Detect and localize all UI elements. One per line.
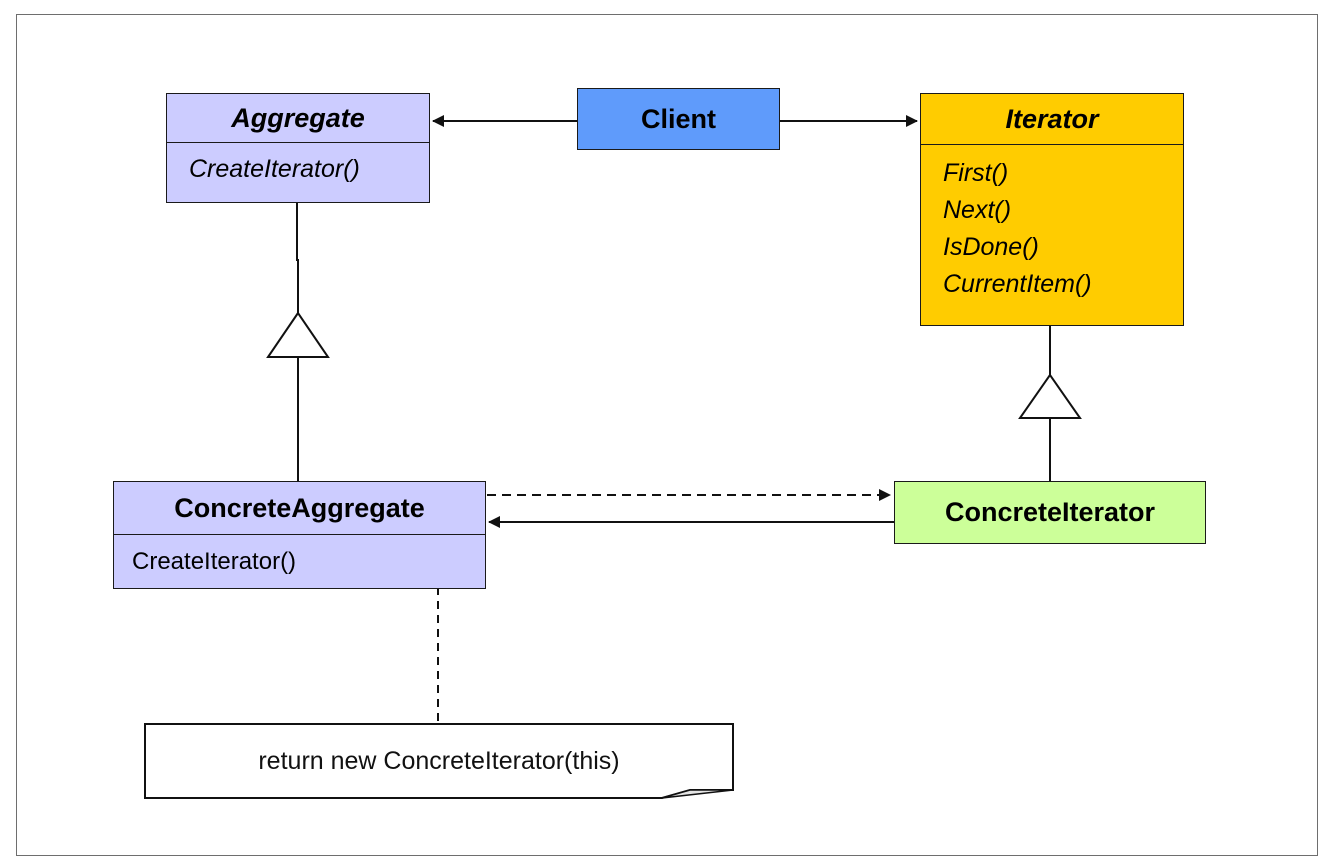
concrete-iterator-name: ConcreteIterator [944, 497, 1156, 527]
client-box: Client [577, 88, 780, 150]
concrete-aggregate-divider [114, 534, 485, 535]
concrete-aggregate-class-name: ConcreteAggregate [174, 492, 425, 523]
iterator-operation-isdone: IsDone() [943, 233, 1039, 261]
iterator-operations: First() Next() IsDone() CurrentItem() [921, 145, 1183, 303]
diagram-frame [16, 14, 1318, 856]
aggregate-class-name: Aggregate [231, 102, 365, 133]
iterator-class-name: Iterator [1005, 103, 1099, 134]
concrete-aggregate-operation: CreateIterator() [132, 548, 297, 575]
iterator-operation-currentitem: CurrentItem() [943, 270, 1092, 298]
aggregate-divider [167, 142, 429, 143]
aggregate-inheritance-connector [266, 203, 330, 481]
client-name: Client [640, 103, 716, 134]
iterator-operation-first: First() [943, 159, 1009, 187]
note-dog-ear [661, 789, 734, 799]
aggregate-operation: CreateIterator() [189, 155, 360, 183]
concrete-aggregate-operations: CreateIterator() [114, 535, 485, 580]
concrete-iterator-box: ConcreteIterator [894, 481, 1206, 544]
iterator-divider [921, 144, 1183, 145]
aggregate-class-box: Aggregate CreateIterator() [166, 93, 430, 203]
iterator-inheritance-triangle [1018, 373, 1082, 419]
aggregate-operations: CreateIterator() [167, 143, 429, 188]
iterator-operation-next: Next() [943, 196, 1012, 224]
iterator-class-box: Iterator First() Next() IsDone() Current… [920, 93, 1184, 326]
concrete-aggregate-class-box: ConcreteAggregate CreateIterator() [113, 481, 486, 589]
iterator-inheritance-connector [1018, 326, 1082, 481]
note-text: return new ConcreteIterator(this) [258, 746, 620, 775]
aggregate-inheritance-triangle [266, 311, 330, 358]
